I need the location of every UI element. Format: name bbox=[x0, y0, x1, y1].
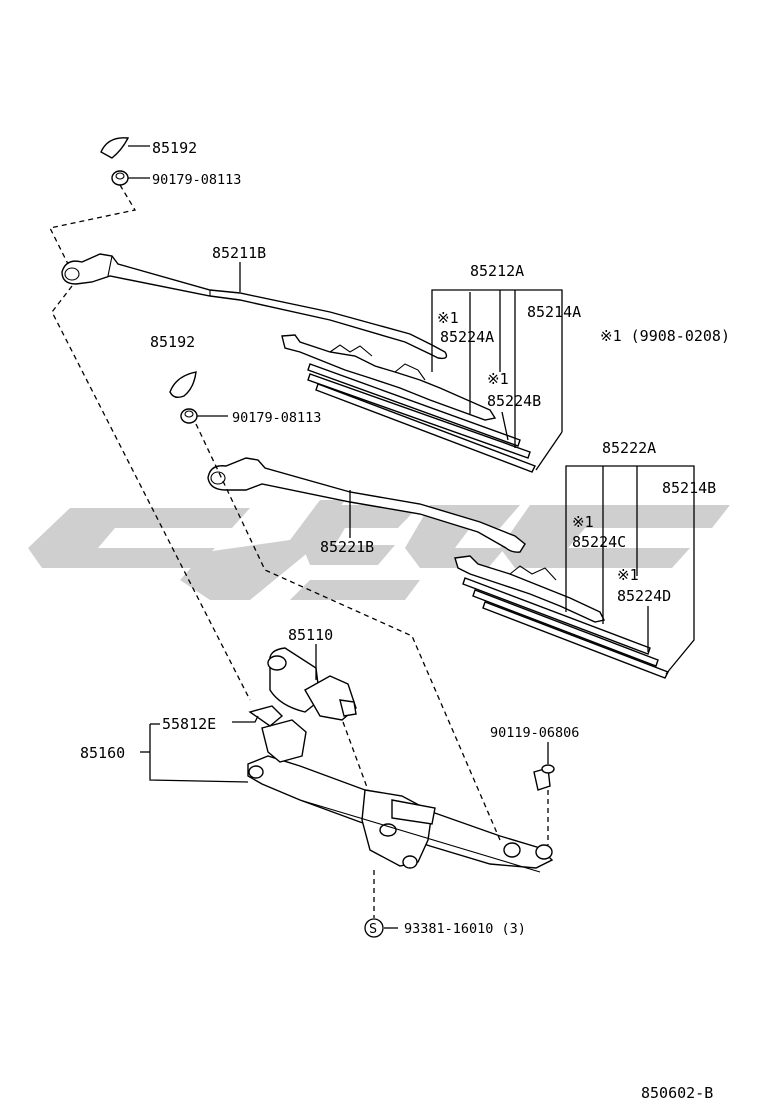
label-55812E: 55812E bbox=[162, 715, 216, 733]
nut-90179-mid bbox=[180, 408, 228, 424]
label-85224B: 85224B bbox=[487, 392, 541, 410]
label-85192-top: 85192 bbox=[152, 139, 197, 157]
note-1-range: ※1 (9908-0208) bbox=[600, 327, 730, 345]
bolt-90119 bbox=[533, 764, 555, 791]
guide-lines bbox=[49, 184, 549, 918]
label-90119: 90119-06806 bbox=[490, 725, 579, 741]
wiper-blade-85222A bbox=[454, 555, 669, 679]
label-85224D: 85224D bbox=[617, 587, 671, 605]
label-85222A: 85222A bbox=[602, 439, 656, 457]
label-85211B: 85211B bbox=[212, 244, 266, 262]
label-90179-mid: 90179-08113 bbox=[232, 410, 321, 426]
label-85110: 85110 bbox=[288, 626, 333, 644]
mark-1-c: ※1 bbox=[572, 513, 594, 531]
wiper-linkage-85160 bbox=[247, 705, 554, 873]
mark-1-a: ※1 bbox=[437, 309, 459, 327]
label-85212A: 85212A bbox=[470, 262, 524, 280]
wiper-motor-85110 bbox=[267, 647, 357, 721]
label-90179-top: 90179-08113 bbox=[152, 172, 241, 188]
mark-1-b: ※1 bbox=[487, 370, 509, 388]
s-mark-circle bbox=[364, 918, 384, 938]
label-85221B: 85221B bbox=[320, 538, 374, 556]
wiper-arm-85211B bbox=[61, 253, 448, 360]
label-93381: 93381-16010 (3) bbox=[404, 921, 526, 937]
cap-85192-mid bbox=[169, 371, 197, 399]
label-85192-mid: 85192 bbox=[150, 333, 195, 351]
wiper-arm-85221B bbox=[207, 457, 526, 553]
wiper-blade-85212A bbox=[281, 334, 536, 473]
s-mark-letter: S bbox=[369, 921, 377, 937]
nut-90179-top bbox=[111, 170, 150, 186]
diagram-code: 850602-B bbox=[641, 1084, 713, 1102]
label-85160: 85160 bbox=[80, 744, 125, 762]
leader-lines bbox=[140, 262, 695, 929]
part-labels: 85192 90179-08113 85211B 85212A 85214A ※… bbox=[80, 139, 730, 1102]
label-85224A: 85224A bbox=[440, 328, 494, 346]
cap-85192-top bbox=[100, 137, 150, 159]
label-85214A: 85214A bbox=[527, 303, 581, 321]
label-85224C: 85224C bbox=[572, 533, 626, 551]
mark-1-d: ※1 bbox=[617, 566, 639, 584]
label-85214B: 85214B bbox=[662, 479, 716, 497]
watermark-logo bbox=[28, 500, 730, 600]
